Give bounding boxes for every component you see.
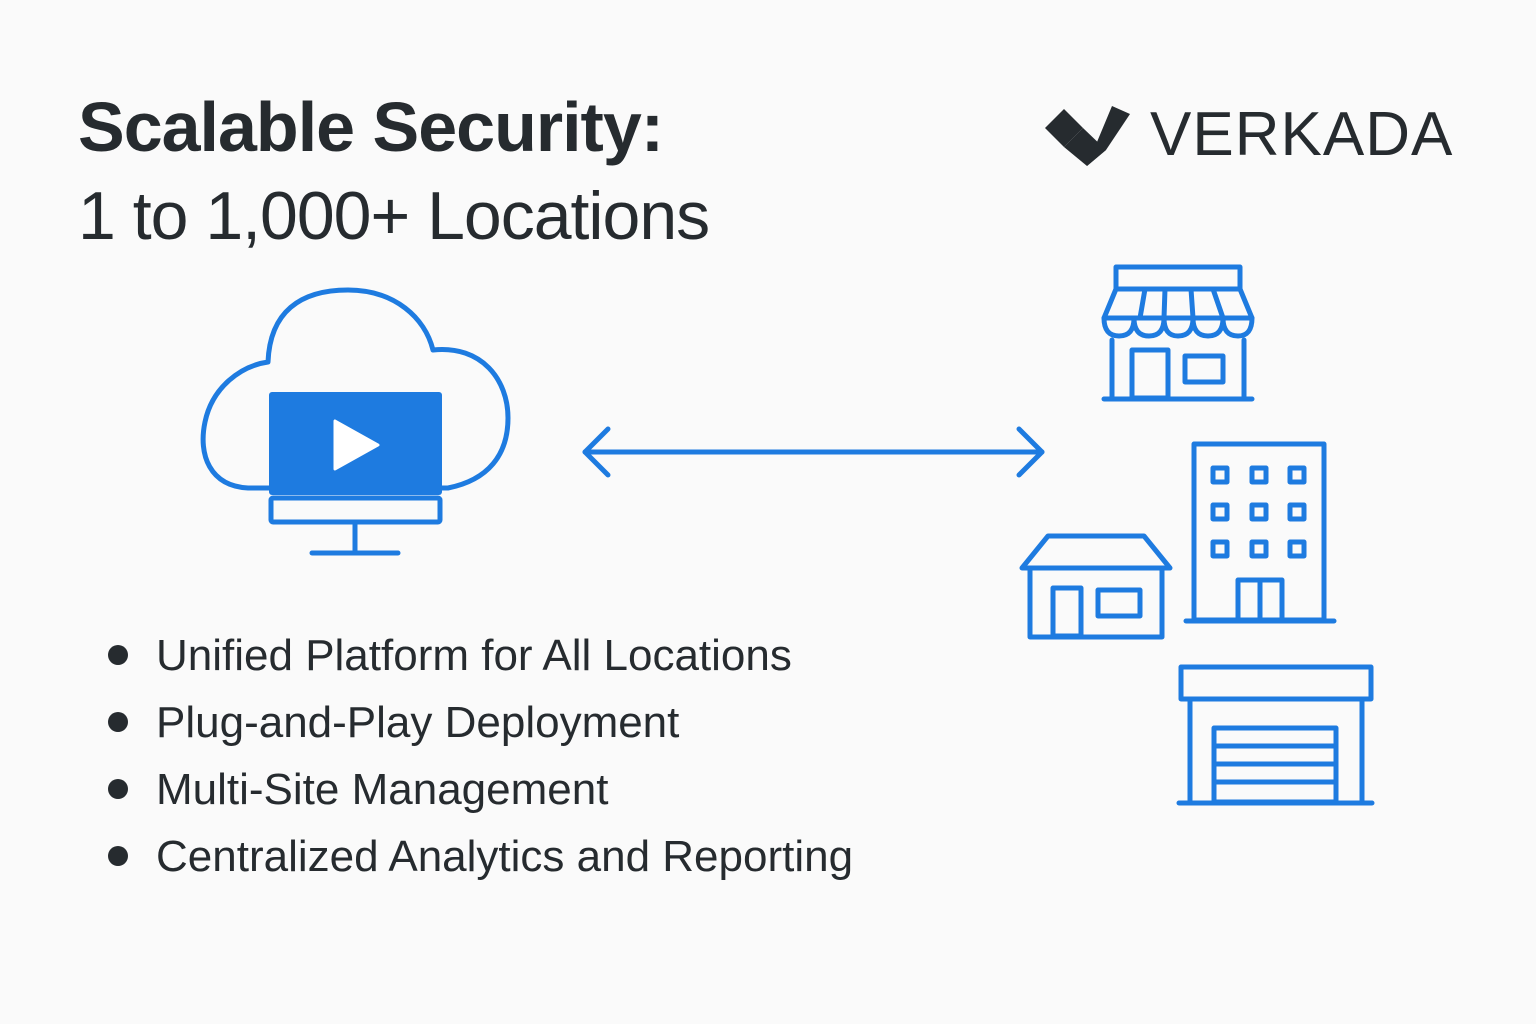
bullet-icon: [108, 779, 128, 799]
feature-label: Plug-and-Play Deployment: [156, 698, 680, 747]
verkada-logo-icon: [1045, 106, 1130, 166]
locations-group: [1019, 264, 1375, 806]
cloud-outline: [200, 287, 511, 491]
feature-label: Centralized Analytics and Reporting: [156, 832, 854, 881]
office-building-icon: [1183, 441, 1337, 624]
play-icon: [333, 419, 380, 471]
feature-item: Multi-Site Management: [108, 756, 853, 823]
feature-item: Unified Platform for All Locations: [108, 622, 853, 689]
cloud-video-monitor-icon: [200, 287, 511, 556]
brand-name: VERKADA: [1150, 100, 1454, 169]
bullet-icon: [108, 712, 128, 732]
feature-item: Plug-and-Play Deployment: [108, 689, 853, 756]
page-title: Scalable Security:: [78, 88, 664, 166]
page-subtitle: 1 to 1,000+ Locations: [78, 178, 710, 254]
storefront-icon: [1101, 264, 1255, 402]
bullet-icon: [108, 645, 128, 665]
feature-item: Centralized Analytics and Reporting: [108, 823, 853, 890]
monitor-base: [268, 495, 443, 525]
feature-label: Multi-Site Management: [156, 765, 609, 814]
feature-label: Unified Platform for All Locations: [156, 631, 792, 680]
feature-list: Unified Platform for All Locations Plug-…: [108, 622, 853, 890]
bullet-icon: [108, 846, 128, 866]
brand-logo: VERKADA: [1042, 100, 1452, 170]
double-arrow-icon: [582, 426, 1045, 478]
house-icon: [1019, 533, 1173, 640]
warehouse-garage-icon: [1176, 664, 1375, 806]
